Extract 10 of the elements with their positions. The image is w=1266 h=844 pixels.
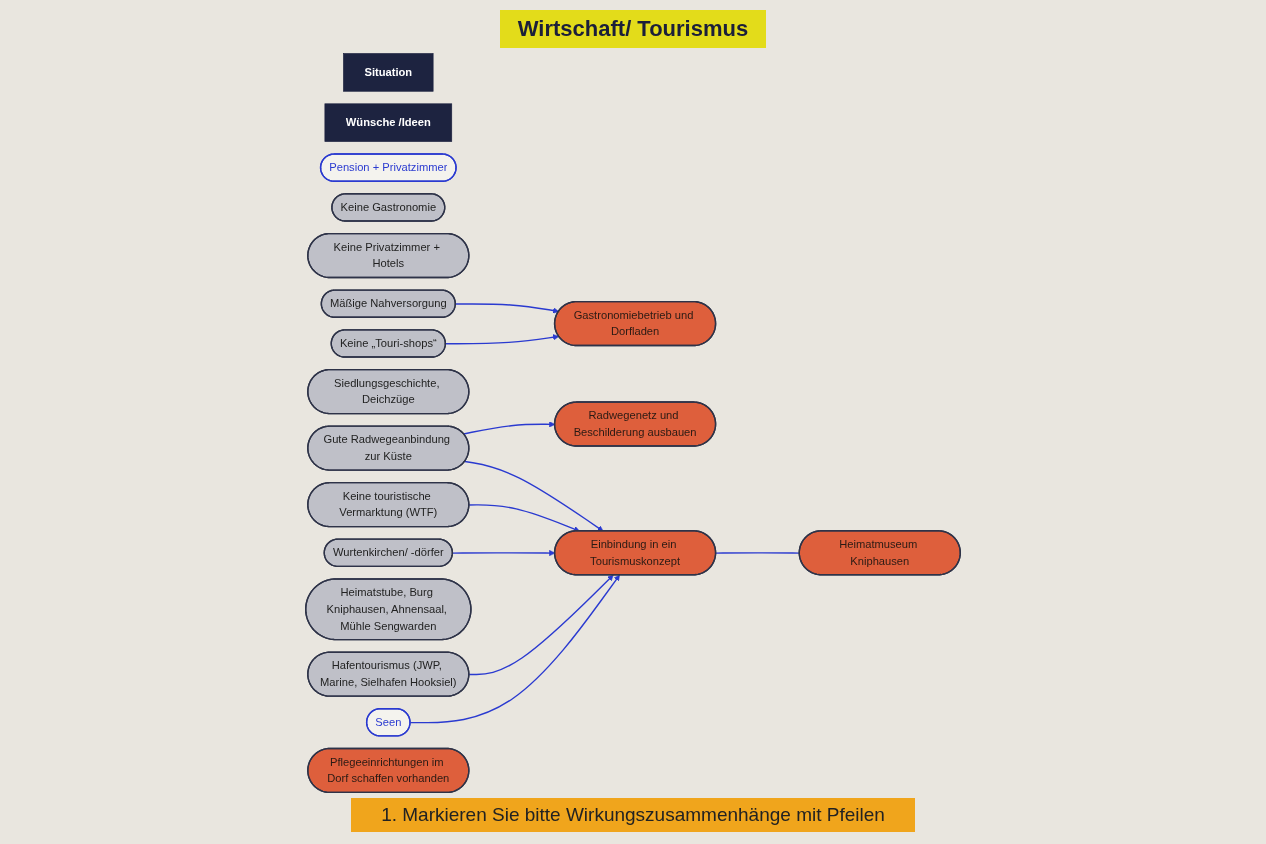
title-banner: Wirtschaft/ Tourismus bbox=[499, 10, 767, 48]
arrow bbox=[464, 460, 604, 532]
arrow bbox=[409, 574, 620, 724]
caption-banner: 1. Markieren Sie bitte Wirkungszusammenhänge mit Pfeilen bbox=[351, 798, 915, 832]
arrow bbox=[445, 334, 560, 345]
node-box: Wünsche /Ideen bbox=[324, 103, 453, 142]
arrow bbox=[468, 574, 614, 676]
arrow bbox=[468, 504, 580, 532]
node-box: Situation bbox=[343, 53, 434, 92]
arrow bbox=[462, 421, 556, 435]
